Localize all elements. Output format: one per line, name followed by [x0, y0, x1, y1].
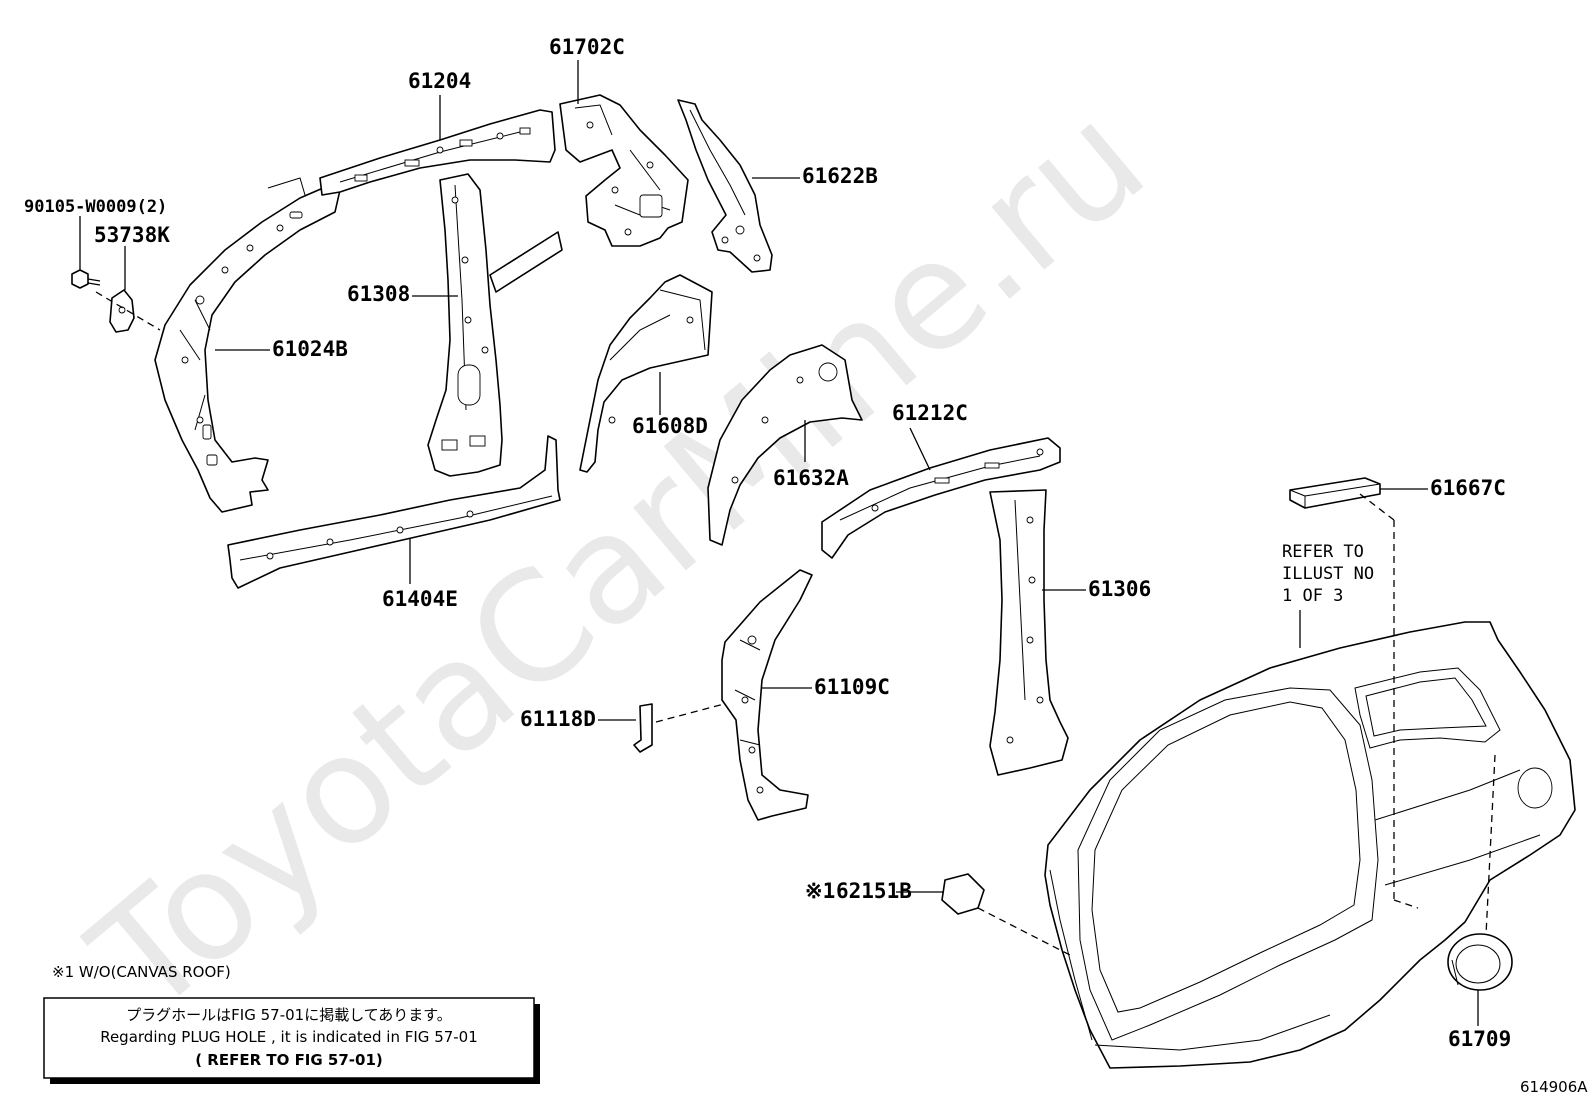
label-61212C: 61212C — [892, 401, 968, 425]
body-side-outer-shape — [1044, 621, 1576, 1069]
part-61306-shape — [989, 489, 1069, 776]
part-61709-shape — [1447, 933, 1513, 991]
label-61709: 61709 — [1448, 1027, 1511, 1051]
label-61632A: 61632A — [773, 466, 849, 490]
refer-line-3: 1 OF 3 — [1282, 586, 1343, 606]
part-53738K-shape — [109, 289, 135, 333]
notebox-line-en: Regarding PLUG HOLE , it is indicated in… — [100, 1028, 478, 1046]
part-61024B-shape — [154, 177, 341, 513]
label-61024B: 61024B — [272, 337, 348, 361]
label-61404E: 61404E — [382, 587, 458, 611]
label-61622B: 61622B — [802, 164, 878, 188]
notebox-line-ja: プラグホールはFIG 57-01に掲載してあります。 — [126, 1006, 452, 1024]
label-61118D: 61118D — [520, 707, 596, 731]
label-62151B-marker: ※1 — [805, 879, 835, 903]
label-61702C: 61702C — [549, 35, 625, 59]
dashed-lines — [95, 291, 1496, 956]
refer-line-2: ILLUST NO — [1282, 564, 1374, 584]
footnote-canvas-roof: ※1 W/O(CANVAS ROOF) — [52, 963, 231, 981]
label-61204: 61204 — [408, 69, 471, 93]
label-53738K: 53738K — [94, 223, 170, 247]
label-90105-W0009: 90105-W0009(2) — [24, 197, 167, 217]
part-61212C-shape — [821, 437, 1061, 559]
part-61667C-shape — [1289, 477, 1381, 509]
part-61702C-shape — [559, 94, 689, 247]
bolt-90105-shape — [71, 269, 101, 289]
part-61204-shape — [319, 109, 556, 196]
part-61404E-shape — [227, 435, 561, 589]
part-61118D-shape — [633, 703, 653, 753]
refer-line-1: REFER TO — [1282, 542, 1364, 562]
part-61622B-shape — [677, 99, 773, 273]
part-62151B-shape — [941, 873, 985, 915]
label-61608D: 61608D — [632, 414, 708, 438]
part-61632A-shape — [707, 344, 863, 546]
part-61308-shape — [427, 173, 563, 477]
label-62151B: 62151B — [836, 879, 912, 903]
label-61306: 61306 — [1088, 577, 1151, 601]
notebox-line-refer: ( REFER TO FIG 57-01) — [195, 1051, 383, 1069]
label-61308: 61308 — [347, 282, 410, 306]
label-61667C: 61667C — [1430, 476, 1506, 500]
part-61109C-shape — [721, 569, 813, 821]
part-61608D-shape — [579, 274, 713, 473]
figure-code: 614906A — [1520, 1078, 1588, 1096]
label-61109C: 61109C — [814, 675, 890, 699]
plug-hole-notebox: プラグホールはFIG 57-01に掲載してあります。 Regarding PLU… — [43, 997, 540, 1084]
leader-lines — [79, 60, 1479, 1026]
